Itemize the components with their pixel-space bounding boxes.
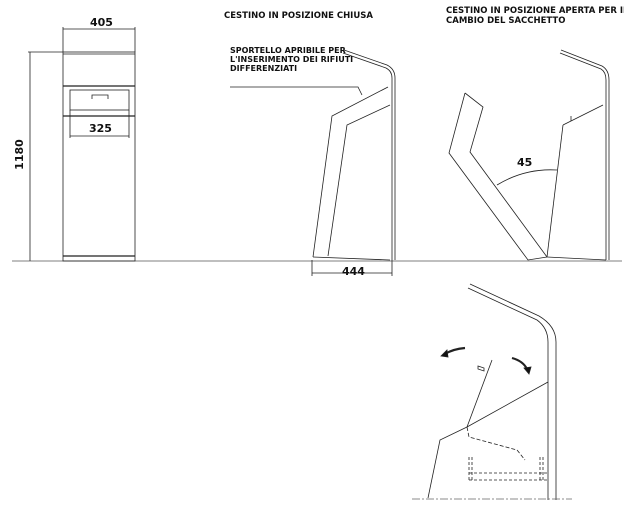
dimension-angle: 45	[517, 156, 533, 169]
dimension-width-slot: 325	[89, 122, 112, 135]
dimension-depth: 444	[342, 265, 365, 278]
dimension-height: 1180	[12, 139, 26, 170]
dimension-width-top: 405	[90, 16, 113, 29]
annotation-line3: DIFFERENZIATI	[230, 64, 298, 73]
rotate-right-arrow-icon	[511, 356, 528, 370]
open-side-view	[448, 49, 610, 261]
title-open-line2: CAMBIO DEL SACCHETTO	[446, 16, 566, 26]
title-open-line1: CESTINO IN POSIZIONE APERTA PER IL	[446, 6, 624, 16]
rotate-left-arrow-icon	[444, 346, 466, 355]
front-view	[28, 27, 136, 262]
closed-side-view	[230, 49, 396, 276]
annotation-line2: L'INSERIMENTO DEI RIFIUTI	[230, 55, 354, 64]
title-closed: CESTINO IN POSIZIONE CHIUSA	[224, 11, 373, 21]
detail-view	[412, 283, 572, 500]
annotation-line1: SPORTELLO APRIBILE PER	[230, 46, 346, 55]
